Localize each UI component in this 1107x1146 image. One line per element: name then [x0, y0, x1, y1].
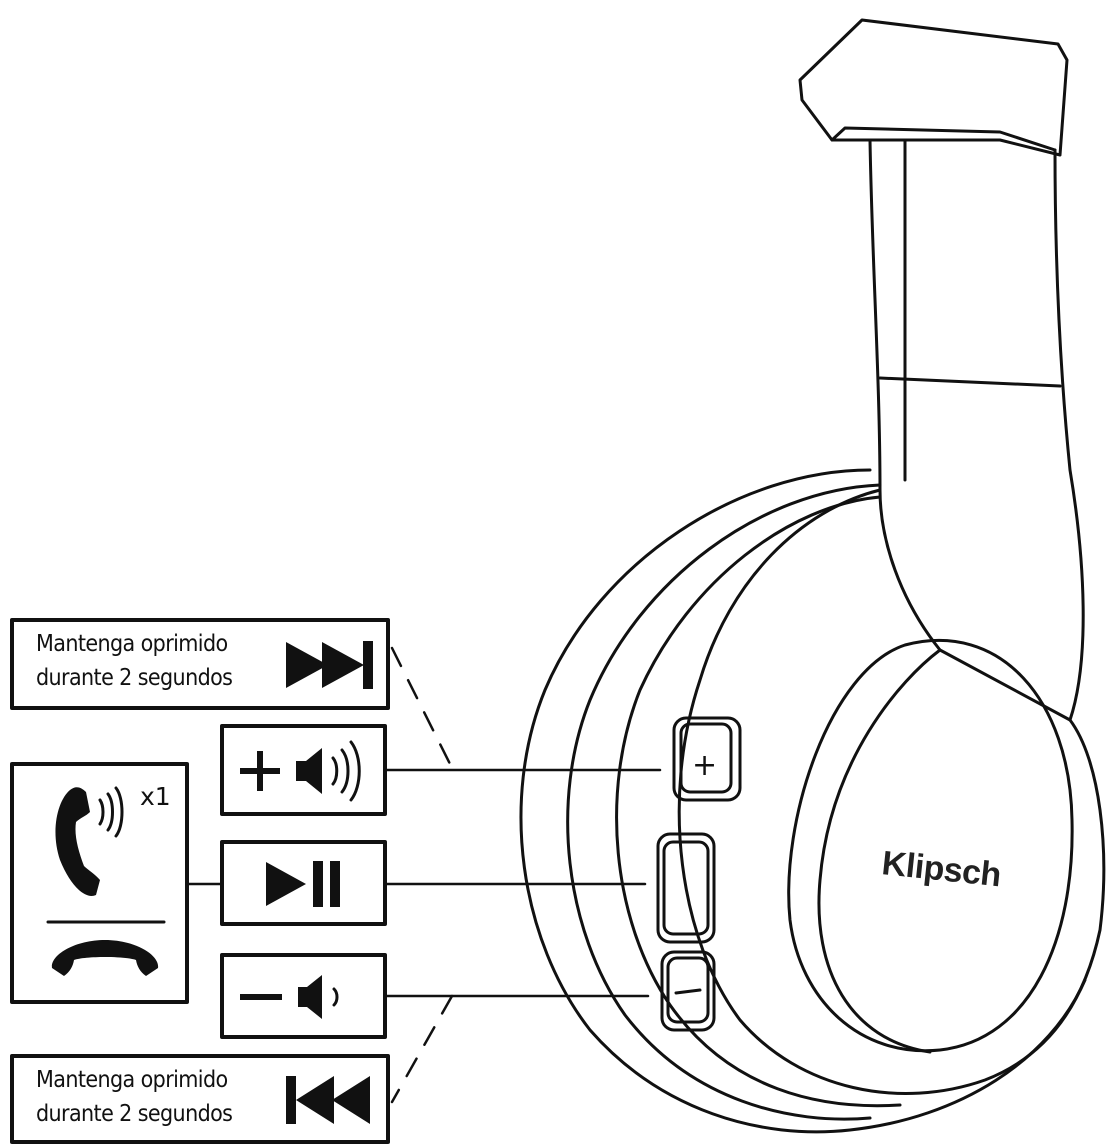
- skip-forward-box: [10, 618, 390, 710]
- play-pause-key-inner: [662, 840, 710, 936]
- ear-cushion-line-3: [615, 495, 902, 1108]
- skip-forward-label-line2: durante 2 segundos: [36, 665, 233, 691]
- skip-back-box: [10, 1054, 390, 1144]
- skip-forward-label-line1: Mantenga oprimido: [36, 631, 228, 657]
- headband-seam: [878, 376, 1062, 388]
- volume-up-key[interactable]: [672, 716, 742, 802]
- volume-down-box: [220, 953, 387, 1039]
- skip-back-icon: [286, 1076, 370, 1124]
- volume-down-icon: [240, 975, 339, 1019]
- leader-skip-back: [390, 994, 454, 1104]
- volume-up-icon: [240, 740, 361, 802]
- ear-cushion-outer: [519, 468, 1087, 1134]
- ear-cup-shell: [677, 488, 1106, 1095]
- play-pause-box: [220, 840, 387, 926]
- skip-back-label-line1: Mantenga oprimido: [36, 1067, 228, 1093]
- skip-forward-icon: [286, 641, 373, 689]
- phone-ringing-icon: [55, 786, 124, 896]
- leader-lines: [185, 646, 662, 1104]
- headband-cap-inner: [830, 126, 1057, 152]
- volume-up-key-symbol: +: [692, 748, 717, 783]
- callout-boxes: [10, 618, 390, 1144]
- phone-hangup-icon: [51, 940, 159, 976]
- call-box: [10, 762, 189, 1004]
- volume-down-key-symbol: [674, 988, 702, 995]
- cup-buttons: +: [656, 716, 742, 1032]
- volume-up-box: [220, 724, 387, 816]
- ear-cup-plate: [787, 639, 1074, 1053]
- volume-down-key-inner: [666, 956, 710, 1024]
- ear-cushion-line-2: [566, 483, 882, 1121]
- headphone-illustration: [519, 18, 1106, 1134]
- ear-cup-plate-edge: [817, 648, 942, 1054]
- skip-back-label-line2: durante 2 segundos: [36, 1101, 233, 1127]
- play-pause-icon: [266, 861, 340, 907]
- play-pause-key[interactable]: [656, 832, 716, 944]
- call-press-count: x1: [140, 782, 171, 811]
- leader-skip-forward: [390, 646, 454, 770]
- headband-arm: [868, 138, 1085, 722]
- volume-up-key-inner: [679, 722, 733, 794]
- headband-cap: [798, 18, 1069, 157]
- volume-down-key[interactable]: [660, 950, 716, 1032]
